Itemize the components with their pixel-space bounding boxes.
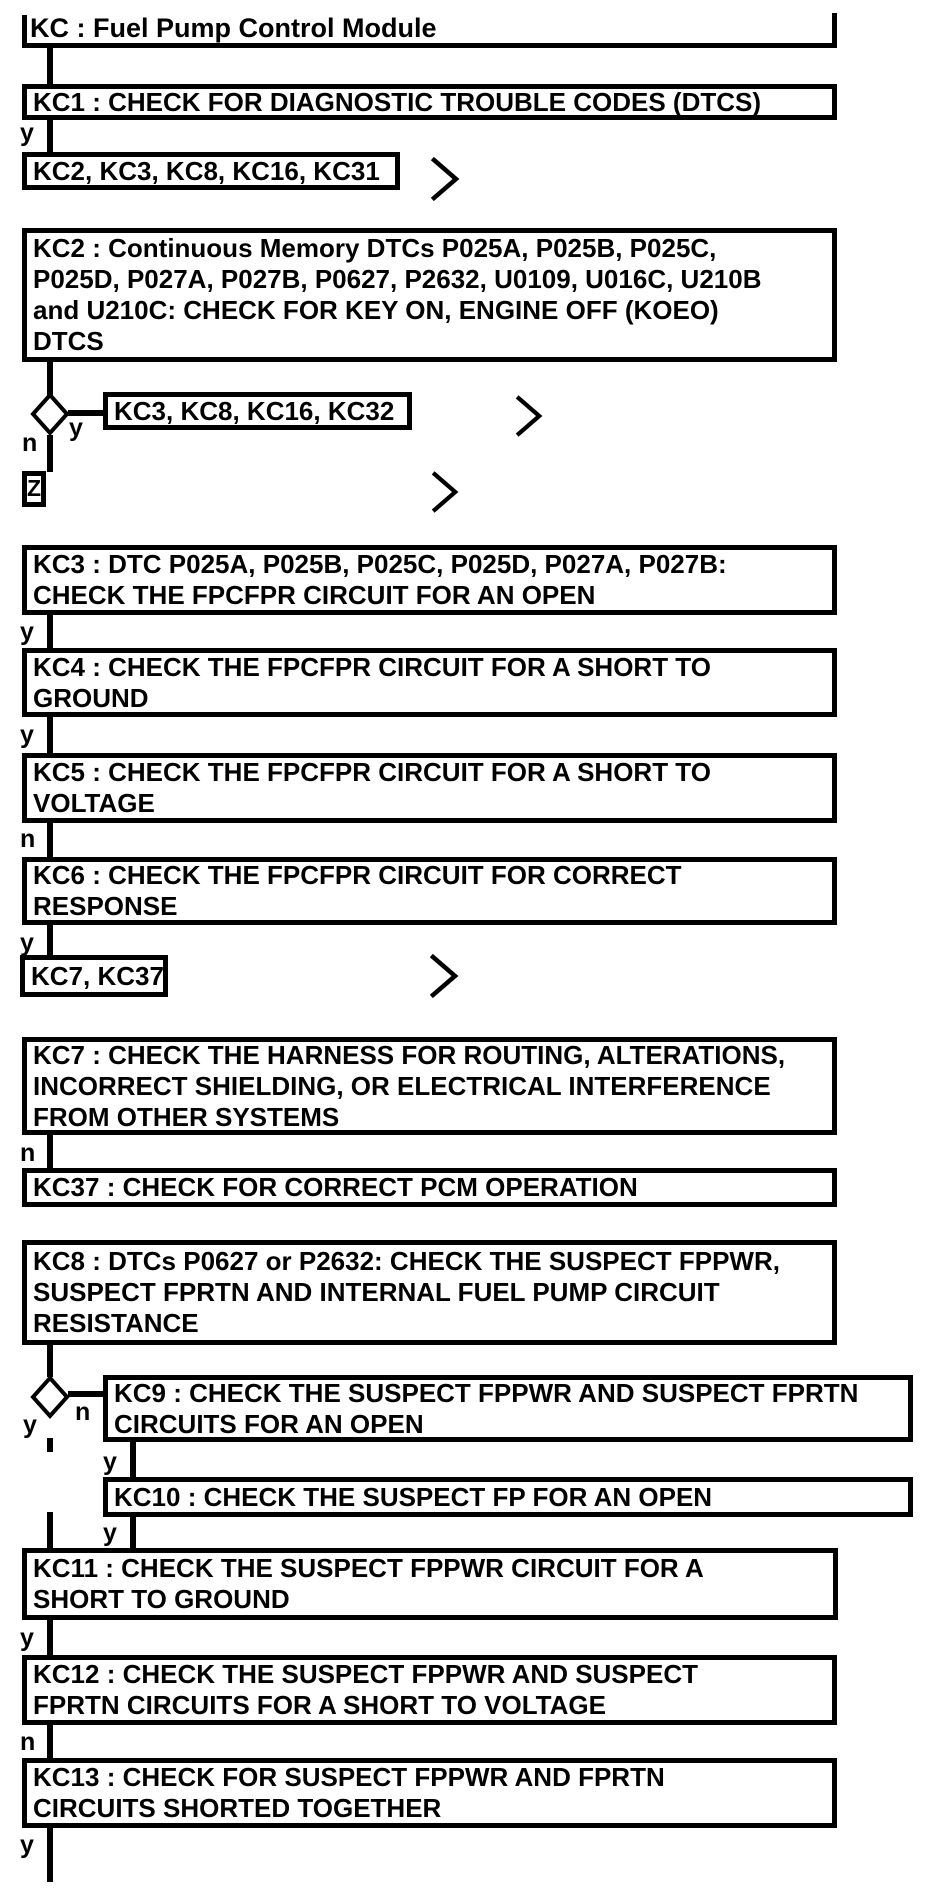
node-kc9: KC9 : CHECK THE SUSPECT FPPWR AND SUSPEC… xyxy=(103,1375,913,1442)
edge-label-kc4-y: y xyxy=(20,721,34,749)
node-kc8: KC8 : DTCs P0627 or P2632: CHECK THE SUS… xyxy=(22,1240,837,1345)
connector-diamond-kc2goto xyxy=(68,410,103,416)
node-line: KC2, KC3, KC8, KC16, KC31 xyxy=(33,155,380,186)
node-kc6-goto: KC7, KC37 xyxy=(20,955,168,997)
connector-kc10-kc11 xyxy=(130,1517,136,1550)
continue-chevron-icon xyxy=(515,395,543,437)
connector-diamond-kc11-dash xyxy=(47,1438,53,1452)
node-line: DTCS xyxy=(33,326,104,356)
connector-diamond-z xyxy=(47,435,53,472)
connector-kc13-continued xyxy=(47,1828,53,1882)
edge-label-kc3-y: y xyxy=(20,618,34,646)
connector-diamond-kc9 xyxy=(68,1391,103,1397)
connector-kc2-diamond xyxy=(47,362,53,395)
connector-kc4-kc5 xyxy=(47,717,53,753)
node-line: KC37 : CHECK FOR CORRECT PCM OPERATION xyxy=(33,1172,638,1202)
edge-label-kc6-y: y xyxy=(20,929,34,957)
edge-label-kc8-diamond-n: n xyxy=(75,1398,91,1426)
title-right-tick xyxy=(832,13,837,48)
node-line: INCORRECT SHIELDING, OR ELECTRICAL INTER… xyxy=(33,1070,771,1101)
node-line: KC12 : CHECK THE SUSPECT FPPWR AND SUSPE… xyxy=(33,1659,698,1689)
node-line: CIRCUITS SHORTED TOGETHER xyxy=(33,1793,442,1823)
node-line: RESISTANCE xyxy=(33,1308,199,1338)
connector-kc7-kc37 xyxy=(47,1135,53,1168)
node-line: KC5 : CHECK THE FPCFPR CIRCUIT FOR A SHO… xyxy=(33,757,711,787)
node-kc10: KC10 : CHECK THE SUSPECT FP FOR AN OPEN xyxy=(103,1477,913,1517)
node-line: KC7, KC37 xyxy=(31,960,164,991)
connector-kc3-kc4 xyxy=(47,615,53,648)
node-line: FROM OTHER SYSTEMS xyxy=(33,1101,340,1132)
edge-label-kc5-n: n xyxy=(20,825,36,853)
title-left-tick xyxy=(22,15,27,48)
connector-kc6-goto xyxy=(47,925,53,955)
node-line: RESPONSE xyxy=(33,891,178,921)
node-kc1: KC1 : CHECK FOR DIAGNOSTIC TROUBLE CODES… xyxy=(22,84,837,120)
edge-label-kc10-y: y xyxy=(103,1519,117,1547)
node-kc2-goto: KC3, KC8, KC16, KC32 xyxy=(103,392,412,430)
node-kc1-goto: KC2, KC3, KC8, KC16, KC31 xyxy=(22,152,400,190)
node-line: KC1 : CHECK FOR DIAGNOSTIC TROUBLE CODES… xyxy=(33,86,761,117)
node-kc3: KC3 : DTC P025A, P025B, P025C, P025D, P0… xyxy=(22,545,837,615)
node-line: KC13 : CHECK FOR SUSPECT FPPWR AND FPRTN xyxy=(33,1762,665,1792)
node-kc5: KC5 : CHECK THE FPCFPR CIRCUIT FOR A SHO… xyxy=(22,753,837,823)
node-line: KC9 : CHECK THE SUSPECT FPPWR AND SUSPEC… xyxy=(114,1377,859,1408)
edge-label-kc11-y: y xyxy=(20,1624,34,1652)
node-line: FPRTN CIRCUITS FOR A SHORT TO VOLTAGE xyxy=(33,1690,606,1720)
node-line: GROUND xyxy=(33,682,149,713)
connector-kc12-kc13 xyxy=(47,1725,53,1758)
decision-diamond-icon xyxy=(30,1375,70,1419)
node-line: SUSPECT FPRTN AND INTERNAL FUEL PUMP CIR… xyxy=(33,1277,720,1307)
node-line: KC3 : DTC P025A, P025B, P025C, P025D, P0… xyxy=(33,549,727,579)
node-line: SHORT TO GROUND xyxy=(33,1584,290,1614)
offpage-connector-z: Z xyxy=(22,471,46,507)
decision-diamond-icon xyxy=(30,392,70,436)
edge-label-kc8-diamond-y: y xyxy=(23,1411,37,1439)
edge-label-kc13-y: y xyxy=(20,1831,34,1859)
connector-kc8-diamond xyxy=(47,1345,53,1377)
continue-chevron-icon xyxy=(431,471,459,513)
connector-kc1-goto xyxy=(47,120,53,152)
node-line: KC3, KC8, KC16, KC32 xyxy=(114,395,395,426)
node-line: KC11 : CHECK THE SUSPECT FPPWR CIRCUIT F… xyxy=(33,1553,704,1583)
node-kc12: KC12 : CHECK THE SUSPECT FPPWR AND SUSPE… xyxy=(22,1655,837,1725)
edge-label-kc2-diamond-y: y xyxy=(69,414,83,442)
node-kc6: KC6 : CHECK THE FPCFPR CIRCUIT FOR CORRE… xyxy=(22,857,837,925)
edge-label-kc12-n: n xyxy=(20,1728,36,1756)
continue-chevron-icon xyxy=(430,156,460,202)
edge-label-kc1-y: y xyxy=(20,119,34,147)
node-kc4: KC4 : CHECK THE FPCFPR CIRCUIT FOR A SHO… xyxy=(22,648,837,717)
node-line: KC8 : DTCs P0627 or P2632: CHECK THE SUS… xyxy=(33,1246,780,1276)
node-kc2: KC2 : Continuous Memory DTCs P025A, P025… xyxy=(22,228,837,362)
edge-label-kc9-y: y xyxy=(103,1448,117,1476)
node-line: KC6 : CHECK THE FPCFPR CIRCUIT FOR CORRE… xyxy=(33,860,682,890)
connector-title-kc1 xyxy=(47,48,53,84)
edge-label-kc7-n: n xyxy=(20,1139,36,1167)
title-underline xyxy=(22,43,837,48)
node-kc11: KC11 : CHECK THE SUSPECT FPPWR CIRCUIT F… xyxy=(22,1548,838,1620)
node-line: P025D, P027A, P027B, P0627, P2632, U0109… xyxy=(33,264,762,294)
node-line: and U210C: CHECK FOR KEY ON, ENGINE OFF … xyxy=(33,295,719,325)
node-line: CIRCUITS FOR AN OPEN xyxy=(114,1408,424,1439)
node-line: KC10 : CHECK THE SUSPECT FP FOR AN OPEN xyxy=(114,1481,713,1512)
node-line: KC7 : CHECK THE HARNESS FOR ROUTING, ALT… xyxy=(33,1039,786,1070)
node-line: VOLTAGE xyxy=(33,788,155,818)
page-title: KC : Fuel Pump Control Module xyxy=(30,13,437,43)
node-kc13: KC13 : CHECK FOR SUSPECT FPPWR AND FPRTN… xyxy=(22,1758,837,1828)
connector-kc9-kc10 xyxy=(130,1442,136,1477)
continue-chevron-icon xyxy=(429,953,459,999)
edge-label-kc2-diamond-n: n xyxy=(22,429,38,457)
node-kc7: KC7 : CHECK THE HARNESS FOR ROUTING, ALT… xyxy=(22,1037,837,1135)
connector-kc5-kc6 xyxy=(47,823,53,857)
node-kc37: KC37 : CHECK FOR CORRECT PCM OPERATION xyxy=(22,1168,837,1207)
connector-diamond-kc11-dash xyxy=(47,1512,53,1548)
node-line: KC4 : CHECK THE FPCFPR CIRCUIT FOR A SHO… xyxy=(33,651,711,682)
node-line: CHECK THE FPCFPR CIRCUIT FOR AN OPEN xyxy=(33,580,596,610)
connector-kc11-kc12 xyxy=(47,1620,53,1655)
node-line: KC2 : Continuous Memory DTCs P025A, P025… xyxy=(33,233,717,263)
